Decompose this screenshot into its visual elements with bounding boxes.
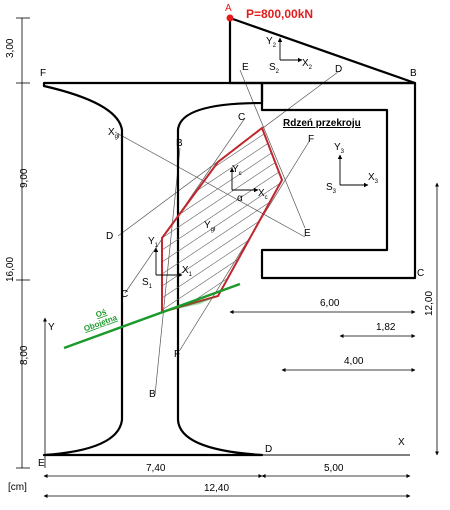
line-f-bottom-label: F [174,349,180,360]
dim-left-300: 3,00 [5,38,16,58]
axis-x3-label: X3 [368,172,379,185]
triangle-part [228,16,417,85]
point-a-label: A [225,3,232,14]
line-c-top-label: C [238,112,245,123]
axis-x1-label: X1 [182,265,193,278]
dim-left-800: 8,00 [19,345,30,365]
global-y-label: Y [48,322,55,333]
dim-400: 4,00 [344,356,364,367]
dim-740: 7,40 [146,463,166,474]
point-c-label-right: C [417,268,424,279]
axis-y3-label: Y3 [334,142,345,155]
line-f-right-label: F [308,134,314,145]
axis-y1-label: Y1 [148,236,159,249]
axis-xc-label: Xc [258,188,268,201]
point-f-label-left: F [40,68,46,79]
dim-500: 5,00 [324,463,344,474]
neutral-axis-zone [162,296,218,312]
neutral-axis-line [63,282,241,350]
text-labels: A P=800,00kN B C D E F E D C F B D E C F… [5,3,435,494]
line-b-top-label: B [176,138,183,149]
unit-label: [cm] [8,482,27,493]
core-label: Rdzeń przekroju [283,118,361,129]
global-x-label: X [398,437,405,448]
dim-right-1200: 12,00 [424,291,435,316]
angle-alpha-label: α [237,193,243,204]
core-hatching [162,128,282,312]
axis-y2-label: Y2 [266,36,277,49]
core-polygon [161,126,284,314]
dim-left-1600: 16,00 [5,257,16,282]
line-d-left-label: D [106,231,113,242]
centroid-s1-label: S1 [142,277,153,290]
dim-1240: 12,40 [204,483,229,494]
axis-xgl-label: Xgł [108,127,120,140]
axis-yc-label: Yc [232,164,242,177]
point-d-label-bottom: D [265,444,272,455]
neutral-axis-label-1: Oś [95,307,109,319]
dim-600: 6,00 [320,298,340,309]
centroid-s3-label: S3 [326,182,337,195]
line-e-top-label: E [242,62,249,73]
section-outline [42,16,417,457]
axis-x2-label: X2 [302,58,313,71]
load-label: P=800,00kN [246,7,313,21]
line-b-bottom-label: B [149,389,156,400]
channel-part [260,81,417,280]
dimension-lines [16,17,439,498]
line-c-left-label: C [121,289,128,300]
axis-ygl-label: Ygł [204,220,216,233]
point-a-marker [226,14,234,22]
dim-left-900: 9,00 [19,168,30,188]
point-e-label-bottom: E [38,458,45,469]
line-d-top-label: D [335,64,342,75]
point-b-label-right: B [410,68,417,79]
centroid-s2-label: S2 [269,62,280,75]
line-e-right-label: E [304,228,311,239]
dim-182: 1,82 [376,322,396,333]
local-axes [44,37,410,456]
